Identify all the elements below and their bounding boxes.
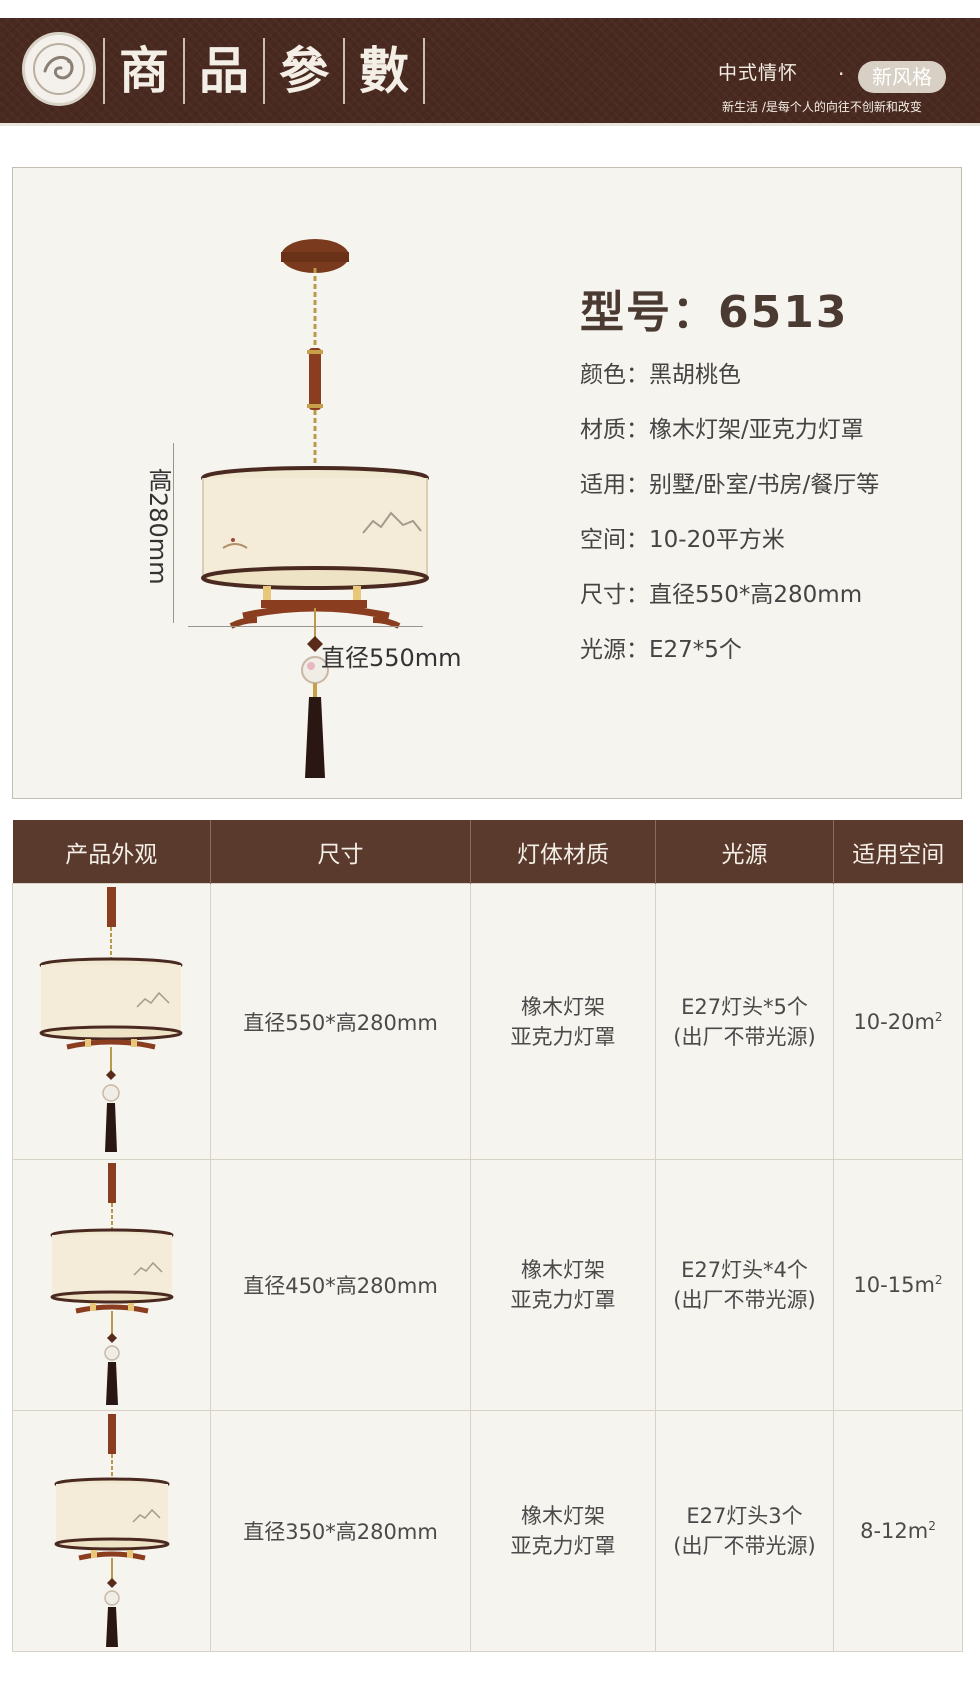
height-dimension-line [173, 443, 174, 623]
space-unit-superscript: 2 [934, 1273, 943, 1287]
spec-light-source: 光源：E27*5个 [580, 637, 742, 663]
material-cell: 橡木灯架 亚克力灯罩 [470, 1410, 656, 1652]
title-char: 品 [183, 38, 263, 104]
dragon-seal-logo [22, 32, 96, 106]
header-material: 灯体材质 [470, 820, 656, 884]
spec-size: 尺寸：直径550*高280mm [580, 582, 863, 608]
table-header-row: 产品外观 尺寸 灯体材质 光源 适用空间 [12, 820, 963, 884]
slogan-main: 中式情怀 [718, 62, 799, 84]
header-size: 尺寸 [210, 820, 471, 884]
title-char: 參 [263, 38, 343, 104]
header-appearance: 产品外观 [12, 820, 211, 884]
title-char: 數 [343, 38, 425, 104]
space-cell: 10-20m2 [833, 883, 963, 1160]
spec-table: 产品外观 尺寸 灯体材质 光源 适用空间 [12, 820, 963, 1652]
spec-usage: 适用：别墅/卧室/书房/餐厅等 [580, 472, 880, 498]
spec-list: 颜色：黑胡桃色 材质：橡木灯架/亚克力灯罩 适用：别墅/卧室/书房/餐厅等 空间… [580, 360, 879, 690]
title-char: 商 [103, 38, 183, 104]
space-cell: 10-15m2 [833, 1159, 963, 1411]
appearance-cell [12, 883, 211, 1160]
light-bulbs: E27灯头*4个 [681, 1258, 808, 1282]
header-divider [0, 123, 980, 126]
dragon-icon [33, 43, 85, 95]
material-shade: 亚克力灯罩 [510, 1288, 616, 1312]
slogan-dot: · [838, 62, 845, 86]
light-bulbs: E27灯头3个 [686, 1504, 803, 1528]
table-row: 直径450*高280mm 橡木灯架 亚克力灯罩 E27灯头*4个 (出厂不带光源… [12, 1159, 963, 1411]
page-header: 商 品 參 數 中式情怀 · 新风格 新生活 /是每个人的向往不创新和改变 [0, 18, 980, 123]
light-note: (出厂不带光源) [673, 1024, 816, 1049]
slogan-subtitle: 新生活 /是每个人的向往不创新和改变 [722, 100, 922, 114]
spec-material: 材质：橡木灯架/亚克力灯罩 [580, 417, 864, 443]
width-dimension-label: 直径550mm [321, 644, 462, 672]
material-frame: 橡木灯架 [521, 1504, 605, 1528]
material-cell: 橡木灯架 亚克力灯罩 [470, 1159, 656, 1411]
header-space: 适用空间 [833, 820, 963, 884]
size-cell: 直径550*高280mm [210, 883, 471, 1160]
space-value: 10-20m [853, 1009, 935, 1034]
material-shade: 亚克力灯罩 [510, 1024, 616, 1049]
header-light-source: 光源 [655, 820, 834, 884]
pendant-lamp-thumbnail [39, 886, 182, 1152]
material-shade: 亚克力灯罩 [510, 1534, 616, 1558]
spec-color: 颜色：黑胡桃色 [580, 362, 741, 388]
light-source-cell: E27灯头*5个 (出厂不带光源) [655, 883, 834, 1160]
light-source-cell: E27灯头*4个 (出厂不带光源) [655, 1159, 834, 1411]
size-cell: 直径450*高280mm [210, 1159, 471, 1411]
size-cell: 直径350*高280mm [210, 1410, 471, 1652]
light-note: (出厂不带光源) [673, 1288, 816, 1312]
space-unit-superscript: 2 [928, 1519, 936, 1533]
space-cell: 8-12m2 [833, 1410, 963, 1652]
light-bulbs: E27灯头*5个 [681, 994, 808, 1019]
product-panel: 高280mm 直径550mm 型号：6513 颜色：黑胡桃色 材质：橡木灯架/亚… [12, 167, 962, 799]
spec-space: 空间：10-20平方米 [580, 527, 785, 553]
material-frame: 橡木灯架 [521, 1258, 605, 1282]
space-unit-superscript: 2 [934, 1009, 943, 1024]
table-row: 直径350*高280mm 橡木灯架 亚克力灯罩 E27灯头3个 (出厂不带光源)… [12, 1410, 963, 1652]
pendant-lamp-image [201, 239, 429, 778]
appearance-cell [12, 1159, 211, 1411]
height-dimension-label: 高280mm [144, 468, 172, 585]
model-number: 型号：6513 [580, 287, 849, 338]
material-cell: 橡木灯架 亚克力灯罩 [470, 883, 656, 1160]
width-dimension-line [188, 626, 423, 627]
material-frame: 橡木灯架 [521, 994, 605, 1019]
light-note: (出厂不带光源) [673, 1534, 816, 1558]
light-source-cell: E27灯头3个 (出厂不带光源) [655, 1410, 834, 1652]
table-row: 直径550*高280mm 橡木灯架 亚克力灯罩 E27灯头*5个 (出厂不带光源… [12, 883, 963, 1160]
pendant-lamp-thumbnail [54, 1413, 169, 1647]
page-title: 商 品 參 數 [103, 38, 425, 104]
space-value: 10-15m [853, 1273, 935, 1297]
space-value: 8-12m [860, 1519, 929, 1543]
slogan-badge: 新风格 [858, 61, 946, 93]
pendant-lamp-thumbnail [50, 1162, 173, 1405]
appearance-cell [12, 1410, 211, 1652]
